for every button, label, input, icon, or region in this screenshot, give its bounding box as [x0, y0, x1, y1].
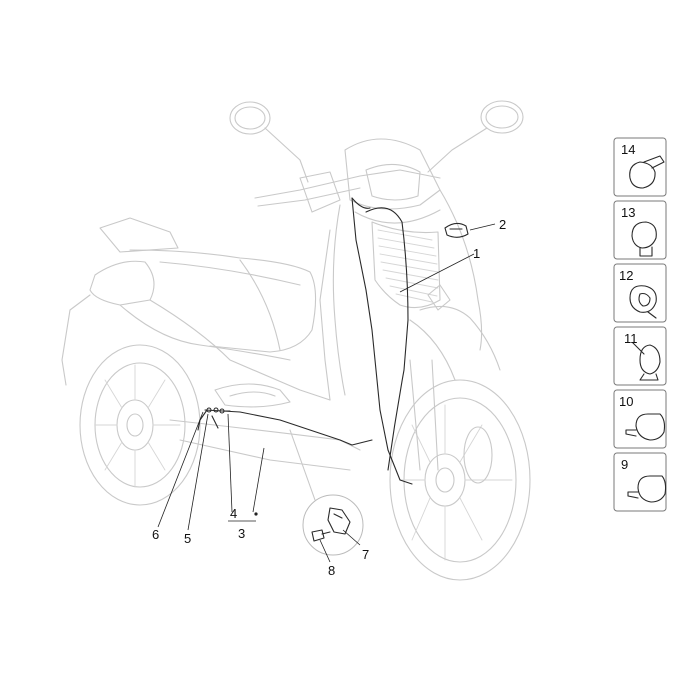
- leader-lines: [157, 223, 496, 563]
- scooter-outline: [61, 100, 531, 581]
- callout-6: 6: [152, 527, 159, 542]
- cable-assembly: [197, 197, 469, 485]
- callout-1: 1: [473, 246, 480, 261]
- side-box-label-12: 12: [619, 268, 633, 283]
- callout-2: 2: [499, 217, 506, 232]
- detail-callout-7-8: [289, 429, 364, 556]
- connector-part-2: [444, 222, 469, 238]
- front-wheel: [389, 359, 531, 581]
- rear-brake-cable: [204, 409, 373, 446]
- right-mirror: [480, 100, 524, 134]
- screw-part-8: [311, 529, 325, 542]
- callout-3: 3: [238, 526, 245, 541]
- side-box-label-13: 13: [621, 205, 635, 220]
- side-box-13: 13: [613, 200, 667, 260]
- callout-7: 7: [362, 547, 369, 562]
- side-box-label-11: 11: [624, 331, 638, 346]
- side-box-14: 14: [613, 137, 667, 197]
- side-box-label-14: 14: [621, 142, 635, 157]
- callout-5: 5: [184, 531, 191, 546]
- front-grille: [371, 221, 451, 311]
- side-box-12: 12: [613, 263, 667, 323]
- side-box-label-9: 9: [621, 457, 628, 472]
- callout-4: 4: [230, 506, 237, 521]
- side-box-9: 9: [613, 452, 667, 512]
- side-box-11: 11: [613, 326, 667, 386]
- callout-labels: 1 2 3 4 5 6 7 8: [152, 217, 506, 578]
- speedometer-cable: [351, 197, 413, 485]
- rear-wheel: [79, 344, 201, 506]
- left-mirror: [229, 101, 271, 135]
- side-box-label-10: 10: [619, 394, 633, 409]
- side-parts-panel: 14 13 12 11 10: [613, 137, 667, 512]
- cable-guide-part-7: [327, 507, 351, 535]
- side-box-10: 10: [613, 389, 667, 449]
- callout-8: 8: [328, 563, 335, 578]
- cable-clip-4: [213, 407, 219, 413]
- cable-clip-5: [206, 407, 212, 413]
